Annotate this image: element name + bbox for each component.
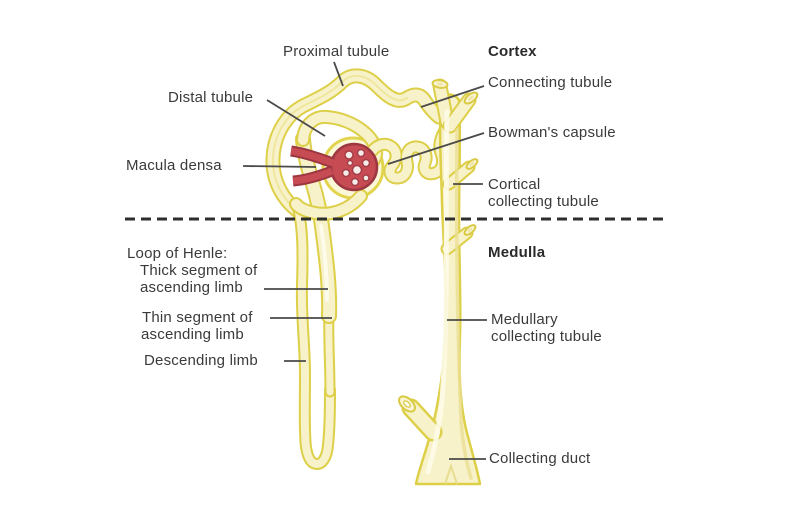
open-end-lumen: [469, 161, 475, 167]
collecting-duct-shapes: [398, 78, 482, 486]
duct-open-ends: [398, 79, 479, 413]
label-medullary-collecting-tubule-line2: collecting tubule: [491, 328, 602, 345]
leader-connecting-tubule: [420, 85, 485, 108]
efferent-arteriole: [292, 167, 334, 185]
open-end-lumen: [403, 400, 411, 408]
glomerulus: [329, 142, 379, 192]
label-bowmans-capsule: Bowman's capsule: [488, 124, 616, 141]
tubule-shapes-front: [289, 109, 455, 221]
leader-bowmans-capsule: [387, 132, 485, 165]
open-end-lumen: [468, 95, 474, 101]
leader-lines: [242, 61, 487, 460]
duct-bottom-crease: [444, 462, 458, 485]
afferent-arteriole: [290, 147, 335, 167]
thick-ascending-limb-highlight: [319, 224, 329, 302]
label-descending-limb: Descending limb: [144, 352, 258, 369]
descending-limb-shape: [294, 204, 334, 468]
label-thick-segment-line2: ascending limb: [140, 279, 243, 296]
proximal-tubule-lumen: [271, 74, 408, 213]
label-distal-tubule: Distal tubule: [168, 89, 254, 106]
label-medulla: Medulla: [488, 244, 546, 261]
label-medullary-collecting-tubule-line1: Medullary: [491, 311, 558, 328]
leader-distal-tubule: [266, 99, 326, 137]
duct-shadow: [454, 128, 473, 480]
duct-stub-cortical: [444, 162, 474, 189]
label-thin-segment-line2: ascending limb: [141, 326, 244, 343]
duct-arm-right: [444, 94, 475, 132]
label-proximal-tubule: Proximal tubule: [283, 43, 390, 60]
label-thick-segment-line1: Thick segment of: [140, 262, 258, 279]
duct-highlight: [425, 109, 450, 475]
leader-macula-densa: [242, 165, 317, 168]
label-cortical-collecting-tubule-line1: Cortical: [488, 176, 541, 193]
label-cortex: Cortex: [488, 43, 537, 60]
label-connecting-tubule: Connecting tubule: [488, 74, 613, 91]
arterioles: [290, 145, 335, 187]
glomerular-capillaries: [341, 148, 371, 187]
label-thin-segment-line1: Thin segment of: [142, 309, 253, 326]
proximal-start-curl: [291, 191, 366, 219]
label-macula-densa: Macula densa: [126, 157, 222, 174]
leader-proximal-tubule: [333, 61, 344, 87]
thin-ascending-limb-shape: [325, 310, 334, 396]
label-collecting-duct: Collecting duct: [489, 450, 591, 467]
label-loop-of-henle: Loop of Henle:: [127, 245, 228, 262]
open-end-lumen: [467, 227, 473, 233]
open-end-lumen: [436, 82, 444, 86]
duct-stub-lower: [404, 401, 440, 439]
label-cortical-collecting-tubule-line2: collecting tubule: [488, 193, 599, 210]
